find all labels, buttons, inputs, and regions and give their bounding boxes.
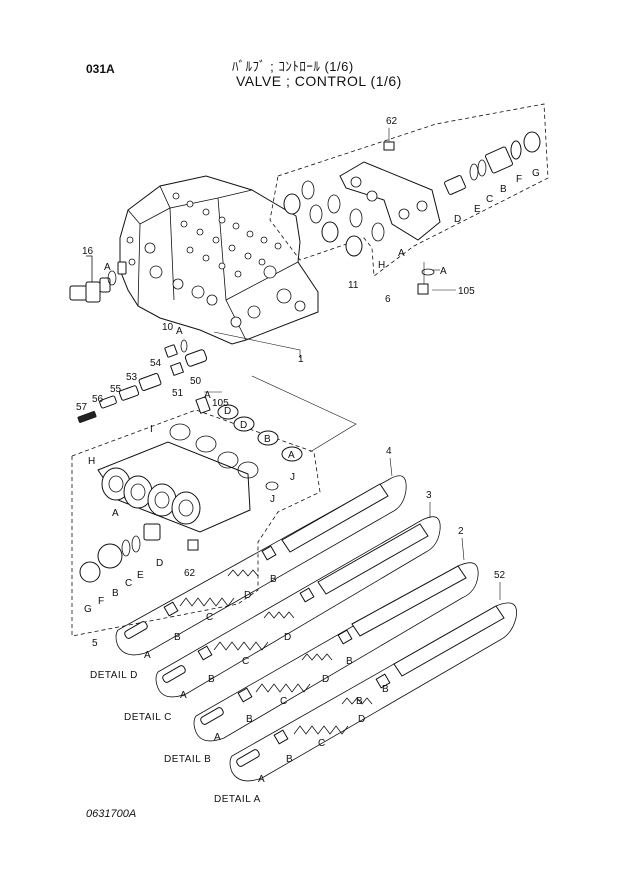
label-mid-J1: J bbox=[290, 472, 295, 483]
d-B: B bbox=[174, 632, 181, 643]
label-54: 55 bbox=[110, 384, 122, 395]
detail-a-label: DETAIL A bbox=[214, 794, 261, 805]
label-mid-E: E bbox=[137, 570, 144, 581]
label-105-A: A bbox=[204, 390, 211, 401]
label-6: 6 bbox=[385, 294, 391, 305]
label-105-top: 105 bbox=[458, 286, 475, 297]
a-B2: B bbox=[382, 684, 389, 695]
label-1: 1 bbox=[298, 354, 304, 365]
label-62-top: 62 bbox=[386, 116, 398, 127]
d-D: D bbox=[244, 590, 251, 601]
label-11: 11 bbox=[348, 280, 359, 291]
detail-d-label: DETAIL D bbox=[90, 670, 138, 681]
label-16: 16 bbox=[82, 246, 94, 257]
label-50: 50 bbox=[190, 376, 202, 387]
label-5: 5 bbox=[92, 638, 98, 649]
label-6-F: F bbox=[516, 174, 522, 185]
label-mid-C: C bbox=[125, 578, 132, 589]
drawing-number: 0631700A bbox=[86, 808, 137, 820]
title-japanese: ﾊﾞﾙﾌﾞ ; ｺﾝﾄﾛｰﾙ (1/6) bbox=[232, 59, 354, 74]
label-mid-A: A bbox=[288, 450, 295, 461]
label-6-E: E bbox=[474, 204, 481, 215]
label-105-mid: 105 bbox=[212, 398, 229, 409]
d-A: A bbox=[144, 650, 151, 661]
valve-body bbox=[119, 175, 319, 345]
label-10-A: A bbox=[176, 326, 183, 337]
label-62-mid: 62 bbox=[184, 568, 196, 579]
label-10: 10 bbox=[162, 322, 174, 333]
label-mid-B: B bbox=[264, 434, 271, 445]
label-55: 56 bbox=[92, 394, 104, 405]
label-53: 54 bbox=[150, 358, 162, 369]
c-C: C bbox=[242, 656, 249, 667]
a-C: C bbox=[318, 738, 325, 749]
label-52: 53 bbox=[126, 372, 138, 383]
b-C: C bbox=[280, 696, 287, 707]
d-B2: B bbox=[270, 574, 277, 585]
label-mid-G: G bbox=[84, 604, 92, 615]
b-B2: B bbox=[356, 696, 363, 707]
label-51: 51 bbox=[172, 388, 184, 399]
a-B: B bbox=[286, 754, 293, 765]
label-4: 4 bbox=[386, 446, 392, 457]
b-A: A bbox=[214, 732, 221, 743]
title-english: VALVE ; CONTROL (1/6) bbox=[236, 73, 402, 89]
part-6-group bbox=[269, 103, 549, 295]
label-6-B: B bbox=[500, 184, 507, 195]
b-D: D bbox=[322, 674, 329, 685]
part-5-group bbox=[71, 375, 357, 637]
c-B2: B bbox=[346, 656, 353, 667]
c-D: D bbox=[284, 632, 291, 643]
label-57: 52 bbox=[494, 570, 506, 581]
label-56: 57 bbox=[76, 402, 88, 413]
c-B: B bbox=[208, 674, 215, 685]
label-mid-F: F bbox=[98, 596, 104, 607]
c-A: A bbox=[180, 690, 187, 701]
small-parts-chain bbox=[77, 339, 208, 423]
label-mid-B2: B bbox=[112, 588, 119, 599]
label-mid-D3: D bbox=[156, 558, 163, 569]
label-mid-I: I bbox=[150, 424, 153, 435]
label-105-A: A bbox=[440, 266, 447, 277]
label-6-C: C bbox=[486, 194, 493, 205]
label-3: 3 bbox=[426, 490, 432, 501]
label-2: 2 bbox=[458, 526, 464, 537]
label-6-H: H bbox=[378, 260, 385, 271]
label-mid-D1: D bbox=[224, 406, 231, 417]
a-A: A bbox=[258, 774, 265, 785]
label-mid-D2: D bbox=[240, 420, 247, 431]
label-mid-H: H bbox=[88, 456, 95, 467]
detail-c-label: DETAIL C bbox=[124, 712, 172, 723]
a-D: D bbox=[358, 714, 365, 725]
label-16-A: A bbox=[104, 262, 111, 273]
d-C: C bbox=[206, 612, 213, 623]
label-6-G: G bbox=[532, 168, 540, 179]
label-mid-A2: A bbox=[112, 508, 119, 519]
label-6-D: D bbox=[454, 214, 461, 225]
b-B: B bbox=[246, 714, 253, 725]
part-16-plug bbox=[69, 255, 127, 303]
label-6-A: A bbox=[398, 248, 405, 259]
spool-groups bbox=[115, 475, 517, 782]
detail-b-label: DETAIL B bbox=[164, 754, 211, 765]
page-code: 031A bbox=[86, 62, 115, 76]
label-mid-J2: J bbox=[270, 494, 275, 505]
